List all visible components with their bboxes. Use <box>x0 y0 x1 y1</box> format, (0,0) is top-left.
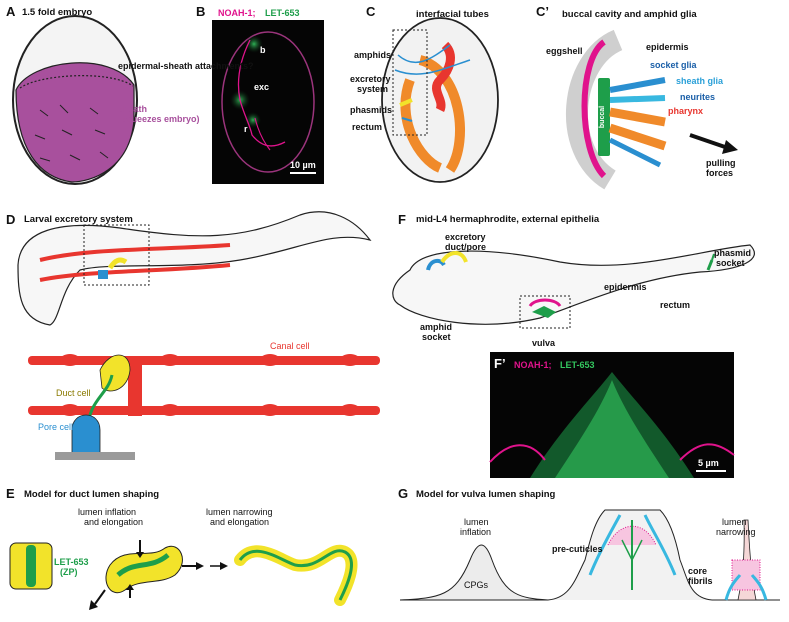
panel-c2-forces: forces <box>706 168 734 178</box>
panel-d-canal-cell: Canal cell <box>270 341 310 351</box>
panel-c2-title: buccal cavity and amphid glia <box>562 9 697 20</box>
panel-f2-stain-noah: NOAH-1; <box>514 360 552 370</box>
panel-b-micrograph <box>212 20 324 184</box>
panel-c-letter: C <box>366 4 376 19</box>
panel-f-amphid: amphid <box>420 322 453 332</box>
panel-e-duct-model <box>9 540 358 610</box>
panel-c-title: interfacial tubes <box>416 9 489 20</box>
panel-d-pore-cell: Pore cell <box>38 422 74 432</box>
panel-a-sheath-sub: (squeezes embryo) <box>118 114 200 124</box>
panel-b-label-b: b <box>260 45 266 55</box>
panel-b-stain-noah: NOAH-1; <box>218 8 256 18</box>
panel-c2-pulling: pulling <box>706 158 736 168</box>
panel-b-letter: B <box>196 4 206 19</box>
panel-c2-letter: C’ <box>536 4 549 19</box>
panel-c-phasmids: phasmids <box>350 105 393 115</box>
panel-g-cpgs: CPGs <box>464 580 489 590</box>
panel-e-title: Model for duct lumen shaping <box>24 489 160 500</box>
panel-e-letter: E <box>6 486 15 501</box>
panel-e-inflation-2: and elongation <box>84 517 144 527</box>
panel-a-embryo <box>12 15 138 185</box>
panel-a-sheath-label: sheath <box>118 104 148 114</box>
panel-f-vulva: vulva <box>532 338 556 348</box>
panel-e-let653: LET-653 <box>54 557 89 567</box>
panel-g-fibrils: fibrils <box>688 576 713 586</box>
panel-f-title: mid-L4 hermaphrodite, external epithelia <box>416 214 600 225</box>
panel-a-attachments-label: epidermal-sheath attachments? <box>118 61 254 71</box>
panel-f-l4 <box>392 244 755 329</box>
panel-g-narrowing-2: narrowing <box>716 527 756 537</box>
panel-g-narrowing: lumen <box>722 517 747 527</box>
panel-g-title: Model for vulva lumen shaping <box>416 489 556 500</box>
panel-c-excretory: excretory <box>350 74 391 84</box>
panel-d-title: Larval excretory system <box>24 214 133 225</box>
panel-c2-sheath-glia: sheath glia <box>676 76 724 86</box>
panel-d-excretory <box>17 211 380 460</box>
panel-g-letter: G <box>398 486 409 501</box>
panel-f2-micrograph <box>489 352 735 478</box>
panel-a-letter: A <box>6 4 16 19</box>
panel-f2-letter: F’ <box>494 356 506 371</box>
panel-g-core: core <box>688 566 708 576</box>
panel-e-inflation: lumen inflation <box>78 507 137 517</box>
panel-c2-socket-glia: socket glia <box>650 60 697 70</box>
panel-e-narrowing-2: and elongation <box>210 517 270 527</box>
panel-f2-scale: 5 µm <box>698 458 719 468</box>
panel-g-inflation: lumen <box>464 517 489 527</box>
panel-c-rectum: rectum <box>352 122 383 132</box>
panel-c2-buccal: buccal <box>599 105 607 129</box>
panel-b-label-exc: exc <box>254 82 270 92</box>
panel-c2-pharynx: pharynx <box>668 106 704 116</box>
panel-b-stain-let: LET-653 <box>265 8 300 18</box>
panel-c2-buccal <box>565 29 738 190</box>
panel-f-rectum: rectum <box>660 300 691 310</box>
panel-f2-stain-let: LET-653 <box>560 360 595 370</box>
panel-b-scale: 10 µm <box>290 160 316 170</box>
panel-c2-epidermis: epidermis <box>646 42 689 52</box>
panel-g-precuticles: pre-cuticles <box>552 544 603 554</box>
panel-e-zp: (ZP) <box>60 567 78 577</box>
panel-f-letter: F <box>398 212 406 227</box>
panel-e-narrowing: lumen narrowing <box>206 507 273 517</box>
panel-c2-neurites: neurites <box>680 92 716 102</box>
panel-b-label-r: r <box>244 124 248 134</box>
panel-c-amphids: amphids <box>354 50 392 60</box>
panel-f-excretory: excretory <box>445 232 486 242</box>
panel-c-tubes <box>381 17 499 183</box>
panel-f-amphid-socket: socket <box>422 332 451 342</box>
panel-d-letter: D <box>6 212 16 227</box>
panel-f-duct-pore: duct/pore <box>445 242 487 252</box>
panel-c-system: system <box>357 84 389 94</box>
panel-f-epidermis: epidermis <box>604 282 647 292</box>
panel-g-vulva-model <box>399 509 780 601</box>
panel-g-inflation-2: inflation <box>460 527 492 537</box>
panel-a-title: 1.5 fold embryo <box>22 7 93 18</box>
panel-f-phasmid: phasmid <box>714 248 752 258</box>
panel-d-duct-cell: Duct cell <box>56 388 91 398</box>
panel-c2-eggshell: eggshell <box>546 46 583 56</box>
panel-f-phasmid-socket: socket <box>716 258 745 268</box>
